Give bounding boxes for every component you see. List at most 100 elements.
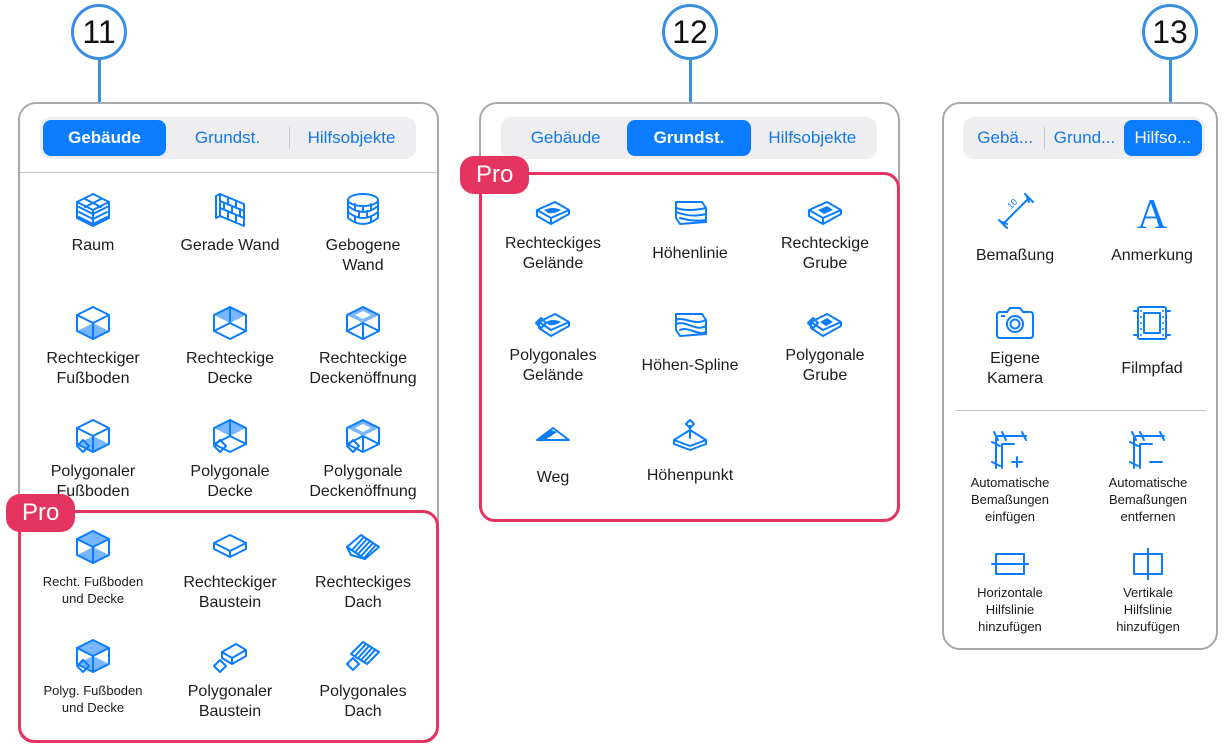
tool-label: Polyg. Fußboden und Decke [43, 683, 143, 715]
tool-eigene-kamera[interactable]: Eigene Kamera [955, 303, 1075, 389]
pro-section-12 [479, 172, 900, 522]
poly-ceiling-icon [213, 419, 247, 453]
tool-label: Automatische Bemaßungen einfügen [970, 475, 1050, 524]
tool-label: Polygonale Decke [190, 463, 270, 500]
rect-ceiling-opening-icon [346, 306, 380, 340]
tab-hilfsobjekte[interactable]: Hilfso... [1123, 120, 1202, 156]
tab-gebaeude[interactable]: Gebäude [43, 120, 166, 156]
callout-11-number: 11 [82, 13, 116, 50]
tool-label: Filmpfad [1121, 360, 1183, 377]
elevation-point-icon [673, 419, 707, 451]
tool-label: Polygonale Deckenöffnung [309, 463, 417, 500]
tool-label: Gebogene Wand [325, 237, 401, 274]
poly-floor-ceiling-icon [76, 639, 110, 673]
poly-roof-icon [346, 641, 380, 671]
dimension-icon: 10 [998, 193, 1034, 229]
tool-bemassung[interactable]: 10 Bemaßung [955, 190, 1075, 266]
tab-grundstueck[interactable]: Grundst. [194, 128, 261, 147]
tool-label: Automatische Bemaßungen entfernen [1108, 475, 1188, 524]
tool-vertikale-hilfslinie[interactable]: Vertikale Hilfslinie hinzufügen [1088, 548, 1208, 635]
tool-label: Gerade Wand [180, 237, 280, 254]
tool-polygonale-deckenoeffnung[interactable]: Polygonale Deckenöffnung [300, 416, 426, 502]
section-divider [956, 410, 1206, 411]
rect-floor-icon [76, 306, 110, 340]
path-icon [536, 427, 570, 441]
tool-rechteckiger-baustein[interactable]: Rechteckiger Baustein [170, 527, 290, 613]
toolbar-divider [20, 172, 437, 173]
tool-label: Rechteckige Deckenöffnung [309, 350, 417, 387]
auto-dimension-remove-icon [1129, 431, 1165, 469]
vertical-guide-icon [1133, 548, 1163, 580]
tool-polygonales-dach[interactable]: Polygonales Dach [300, 636, 426, 722]
tab-hilfsobjekte[interactable]: Hilfsobjekte [768, 128, 857, 147]
tool-label: Bemaßung [975, 247, 1055, 264]
tab-separator [289, 127, 290, 149]
tool-polygonaler-fussboden[interactable]: Polygonaler Fußboden [30, 416, 156, 502]
tab-gebaeude[interactable]: Gebä... [977, 128, 1034, 147]
tool-label: Polygonale Grube [785, 347, 865, 384]
tool-label: Polygonaler Fußboden [50, 463, 136, 500]
poly-block-icon [213, 643, 247, 673]
tool-polygonaler-baustein[interactable]: Polygonaler Baustein [170, 636, 290, 722]
tool-polygonale-decke[interactable]: Polygonale Decke [170, 416, 290, 502]
tool-label: Rechteckiger Fußboden [46, 350, 140, 387]
tool-gebogene-wand[interactable]: Gebogene Wand [308, 190, 418, 276]
tool-raum[interactable]: Raum [50, 190, 136, 256]
tool-rechteckige-deckenoeffnung[interactable]: Rechteckige Deckenöffnung [300, 303, 426, 389]
tool-horizontale-hilfslinie[interactable]: Horizontale Hilfslinie hinzufügen [950, 548, 1070, 635]
poly-floor-icon [76, 419, 110, 453]
tool-auto-bemassung-entfernen[interactable]: Automatische Bemaßungen entfernen [1088, 428, 1208, 525]
tool-recht-fussboden-und-decke[interactable]: Recht. Fußboden und Decke [30, 527, 156, 607]
tab-gebaeude[interactable]: Gebäude [530, 128, 601, 147]
tool-anmerkung[interactable]: A Anmerkung [1092, 190, 1212, 266]
tool-label: Höhenlinie [652, 245, 728, 262]
auto-dimension-add-icon [991, 431, 1027, 469]
tool-polygonale-grube[interactable]: Polygonale Grube [765, 310, 885, 386]
rect-block-icon [213, 534, 247, 558]
horizontal-guide-icon [991, 553, 1029, 575]
callout-11-leader [98, 60, 101, 120]
camera-icon [996, 307, 1034, 339]
tool-auto-bemassung-einfuegen[interactable]: Automatische Bemaßungen einfügen [950, 428, 1070, 525]
tool-label: Höhenpunkt [646, 467, 734, 484]
panel-hilfsobjekte [942, 102, 1218, 650]
tool-hoehenpunkt[interactable]: Höhenpunkt [630, 416, 750, 486]
tool-hoehenlinie[interactable]: Höhenlinie [630, 198, 750, 264]
tool-rechteckiges-gelaende[interactable]: Rechteckiges Gelände [493, 198, 613, 274]
tool-label: Anmerkung [1111, 247, 1193, 264]
tab-grundstueck[interactable]: Grundst. [627, 120, 751, 156]
callout-12: 12 [662, 4, 718, 60]
tool-weg[interactable]: Weg [493, 422, 613, 488]
tool-label: Weg [536, 469, 570, 486]
tool-polyg-fussboden-und-decke[interactable]: Polyg. Fußboden und Decke [30, 636, 156, 716]
tool-label: Raum [71, 237, 115, 254]
tool-label: Höhen-Spline [641, 357, 739, 374]
pro-badge-11: Pro [6, 494, 76, 532]
tool-filmpfad[interactable]: Filmpfad [1092, 303, 1212, 379]
callout-13: 13 [1142, 4, 1198, 60]
tool-rechteckiger-fussboden[interactable]: Rechteckiger Fußboden [30, 303, 156, 389]
segmented-control-12: Gebäude Grundst. Hilfsobjekte [501, 117, 877, 159]
tab-hilfsobjekte[interactable]: Hilfsobjekte [307, 128, 396, 147]
tool-polygonales-gelaende[interactable]: Polygonales Gelände [493, 310, 613, 386]
tool-rechteckiges-dach[interactable]: Rechteckiges Dach [300, 527, 426, 613]
svg-text:A: A [1137, 192, 1168, 234]
tool-gerade-wand[interactable]: Gerade Wand [170, 190, 290, 256]
callout-12-leader [689, 60, 692, 120]
poly-pit-icon [807, 313, 842, 337]
tool-label: Polygonales Dach [319, 683, 407, 720]
tool-label: Rechteckige Grube [780, 235, 870, 272]
rect-pit-icon [808, 201, 842, 225]
tool-rechteckige-decke[interactable]: Rechteckige Decke [170, 303, 290, 389]
tool-hoehen-spline[interactable]: Höhen-Spline [630, 310, 750, 376]
poly-ceiling-opening-icon [346, 419, 380, 453]
rect-terrain-icon [536, 201, 570, 225]
tool-rechteckige-grube[interactable]: Rechteckige Grube [765, 198, 885, 274]
elevation-line-icon [675, 201, 707, 225]
tab-grundstueck[interactable]: Grund... [1053, 128, 1116, 147]
tab-separator [1044, 127, 1046, 149]
room-brick-cube-icon [76, 193, 110, 227]
callout-11: 11 [71, 4, 127, 60]
tool-label: Horizontale Hilfslinie hinzufügen [977, 585, 1043, 634]
tool-label: Vertikale Hilfslinie hinzufügen [1116, 585, 1180, 634]
